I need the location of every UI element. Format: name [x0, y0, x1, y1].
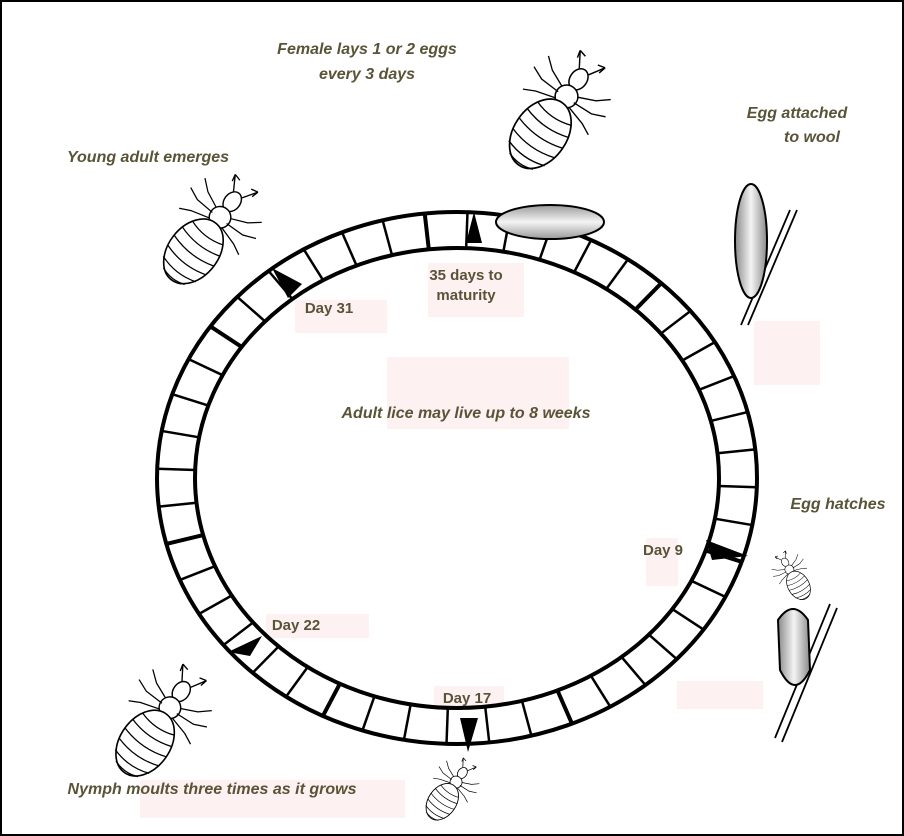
- ring-segment-divider: [591, 676, 610, 707]
- day-17-label: Day 17: [443, 690, 491, 707]
- ring-segment-divider: [715, 519, 752, 525]
- maturity-label-line1: 35 days to: [429, 267, 502, 284]
- ring-segment-divider: [682, 342, 715, 360]
- ring-segment-divider: [447, 708, 448, 744]
- ring-segment-divider: [574, 240, 591, 272]
- egg-attached-label-line2: to wool: [784, 129, 841, 146]
- ring-segment-divider: [159, 503, 197, 507]
- adult-lifespan-label: Adult lice may live up to 8 weeks: [341, 405, 591, 422]
- ring-segment-divider: [557, 690, 572, 723]
- day-31-label: Day 31: [305, 300, 353, 317]
- ring-segment-divider: [691, 581, 725, 597]
- egg-attached-illustration: [735, 184, 797, 325]
- ring-segment-divider: [711, 412, 748, 421]
- egg-attached-label-line1: Egg attached: [747, 105, 849, 122]
- ring-segment-divider: [649, 635, 677, 660]
- louse-icon: [412, 749, 489, 831]
- ring-segment-divider: [237, 297, 265, 322]
- ring-segment-divider: [304, 249, 323, 280]
- ring-segment-divider: [199, 596, 232, 614]
- egg-hatches-label: Egg hatches: [790, 496, 885, 513]
- ring-segment-divider: [166, 535, 203, 544]
- young-adult-label: Young adult emerges: [67, 149, 229, 166]
- egg-icon: [496, 205, 604, 239]
- ring-segment-divider: [699, 376, 734, 390]
- ring-segment-divider: [606, 259, 628, 289]
- ring-segment-divider: [224, 622, 254, 645]
- ring-segment-divider: [522, 701, 531, 736]
- ring-segment-divider: [286, 667, 308, 697]
- louse-icon: [483, 34, 629, 190]
- female-label-line2: every 3 days: [319, 66, 415, 83]
- day-22-label: Day 22: [272, 617, 320, 634]
- ring-segment-divider: [362, 696, 374, 730]
- ring-segment-divider: [672, 609, 703, 630]
- ring-segment-divider: [172, 394, 208, 405]
- ring-segment-divider: [342, 232, 357, 265]
- ring-segment-divider: [485, 707, 489, 743]
- maturity-label-line2: maturity: [436, 287, 496, 304]
- arrow-marker-icon: [460, 718, 478, 752]
- ring-segment-divider: [162, 431, 199, 437]
- ring-segment-divider: [425, 214, 429, 250]
- louse-icon: [765, 545, 821, 607]
- ring-segment-divider: [383, 220, 392, 255]
- female-label-line1: Female lays 1 or 2 eggs: [277, 41, 457, 58]
- louse-icon: [91, 649, 229, 797]
- ring-segment-divider: [253, 646, 279, 672]
- ring-segment-divider: [717, 449, 755, 453]
- ring-segment-divider: [180, 566, 215, 580]
- egg-icon: [735, 184, 767, 298]
- ring-segment-divider: [404, 704, 411, 739]
- ring-segment-divider: [719, 486, 757, 487]
- ring-segment-divider: [622, 657, 646, 685]
- ring-segment-divider: [323, 684, 340, 716]
- louse-icon: [139, 158, 280, 305]
- egg-icon: [778, 609, 810, 685]
- ring-segment-divider: [635, 283, 661, 309]
- ring-segment-divider: [189, 359, 223, 375]
- nymph-label: Nymph moults three times as it grows: [68, 781, 357, 798]
- ring-segment-divider: [157, 469, 195, 470]
- ring-segment-divider: [661, 311, 691, 334]
- day-9-label: Day 9: [643, 542, 683, 559]
- hatched-egg-illustration: [775, 604, 837, 742]
- ring-segment-divider: [210, 326, 241, 347]
